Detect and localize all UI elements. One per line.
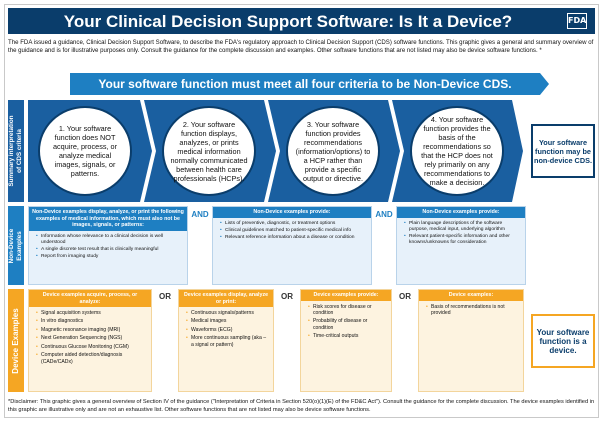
or-connector: OR bbox=[159, 292, 171, 301]
nondevice-examples-1: Non-Device examples display, analyze, or… bbox=[28, 206, 188, 285]
device-examples-2: Device examples display, analyze or prin… bbox=[178, 289, 274, 392]
criterion-3: 3. Your software function provides recom… bbox=[286, 106, 380, 196]
result-nondevice: Your software function may be non-device… bbox=[531, 124, 595, 178]
criterion-1: 1. Your software function does NOT acqui… bbox=[38, 106, 132, 196]
list-item: Risk scores for disease or condition bbox=[308, 304, 387, 317]
device-examples-3: Device examples provide: Risk scores for… bbox=[300, 289, 392, 392]
list-item: Continuous signals/patterns bbox=[186, 310, 269, 317]
list-item: Continuous Glucose Monitoring (CGM) bbox=[36, 344, 147, 351]
device-examples-4: Device examples: Basis of recommendation… bbox=[418, 289, 524, 392]
list-item: Basis of recommendations is not provided bbox=[426, 304, 519, 317]
criteria-banner: Your software function must meet all fou… bbox=[70, 73, 540, 95]
list-item: Clinical guidelines matched to patient-s… bbox=[220, 228, 367, 234]
device-list: Continuous signals/patterns Medical imag… bbox=[179, 307, 273, 348]
list-item: In vitro diagnostics bbox=[36, 318, 147, 325]
list-item: Lists of preventive, diagnostic, or trea… bbox=[220, 221, 367, 227]
device-heading: Device examples display, analyze or prin… bbox=[179, 290, 273, 307]
device-list: Basis of recommendations is not provided bbox=[419, 301, 523, 317]
side-label-nondevice: Non-Device Examples bbox=[8, 206, 24, 285]
list-item: Computer aided detection/diagnosis (CADe… bbox=[36, 352, 147, 365]
nondevice-heading: Non-Device examples provide: bbox=[213, 207, 371, 218]
side-label-device: Device Examples bbox=[8, 289, 24, 392]
disclaimer-text: *Disclaimer: This graphic gives a genera… bbox=[8, 399, 595, 413]
list-item: Report from imaging study bbox=[36, 254, 183, 260]
side-label-summary: Summary interpretation of CDS criteria bbox=[8, 100, 24, 202]
nondevice-examples-3: Non-Device examples provide: Plain langu… bbox=[396, 206, 526, 285]
device-list: Risk scores for disease or condition Pro… bbox=[301, 301, 391, 340]
list-item: Information whose relevance to a clinica… bbox=[36, 234, 183, 246]
side-label-summary-text: Summary interpretation of CDS criteria bbox=[8, 115, 23, 187]
nondevice-heading: Non-Device examples display, analyze, or… bbox=[29, 207, 187, 231]
and-connector: AND bbox=[191, 210, 209, 219]
nondevice-examples-2: Non-Device examples provide: Lists of pr… bbox=[212, 206, 372, 285]
list-item: A single discrete test result that is cl… bbox=[36, 247, 183, 253]
fda-logo: FDA bbox=[567, 13, 587, 29]
list-item: Signal acquisition systems bbox=[36, 310, 147, 317]
nondevice-heading: Non-Device examples provide: bbox=[397, 207, 525, 218]
title-bar: Your Clinical Decision Support Software:… bbox=[8, 8, 595, 34]
or-connector: OR bbox=[399, 292, 411, 301]
page-frame bbox=[4, 4, 599, 418]
list-item: Probability of disease or condition bbox=[308, 318, 387, 331]
criteria-chevrons: 1. Your software function does NOT acqui… bbox=[28, 100, 523, 202]
criterion-2: 2. Your software function displays, anal… bbox=[162, 106, 256, 196]
list-item: Next Generation Sequencing (NGS) bbox=[36, 335, 147, 342]
device-heading: Device examples: bbox=[419, 290, 523, 301]
device-list: Signal acquisition systems In vitro diag… bbox=[29, 307, 151, 365]
list-item: Medical images bbox=[186, 318, 269, 325]
or-connector: OR bbox=[281, 292, 293, 301]
side-label-nondevice-text: Non-Device Examples bbox=[8, 228, 23, 263]
device-heading: Device examples acquire, process, or ana… bbox=[29, 290, 151, 307]
nondevice-list: Information whose relevance to a clinica… bbox=[29, 231, 187, 260]
and-connector: AND bbox=[375, 210, 393, 219]
list-item: Magnetic resonance imaging (MRI) bbox=[36, 327, 147, 334]
list-item: Time-critical outputs bbox=[308, 333, 387, 340]
list-item: Relevant patient-specific information an… bbox=[404, 234, 521, 246]
device-examples-1: Device examples acquire, process, or ana… bbox=[28, 289, 152, 392]
nondevice-list: Lists of preventive, diagnostic, or trea… bbox=[213, 218, 371, 241]
list-item: Waveforms (ECG) bbox=[186, 327, 269, 334]
banner-arrow-icon bbox=[540, 73, 549, 95]
list-item: Relevant reference information about a d… bbox=[220, 235, 367, 241]
result-device: Your software function is a device. bbox=[531, 314, 595, 368]
side-label-device-text: Device Examples bbox=[11, 307, 20, 374]
list-item: Plain language descriptions of the softw… bbox=[404, 221, 521, 233]
list-item: More continuous sampling (aka – a signal… bbox=[186, 335, 269, 348]
nondevice-list: Plain language descriptions of the softw… bbox=[397, 218, 525, 246]
criterion-4: 4. Your software function provides the b… bbox=[410, 106, 504, 196]
page-title: Your Clinical Decision Support Software:… bbox=[63, 12, 513, 31]
device-heading: Device examples provide: bbox=[301, 290, 391, 301]
intro-text: The FDA issued a guidance, Clinical Deci… bbox=[8, 39, 594, 54]
